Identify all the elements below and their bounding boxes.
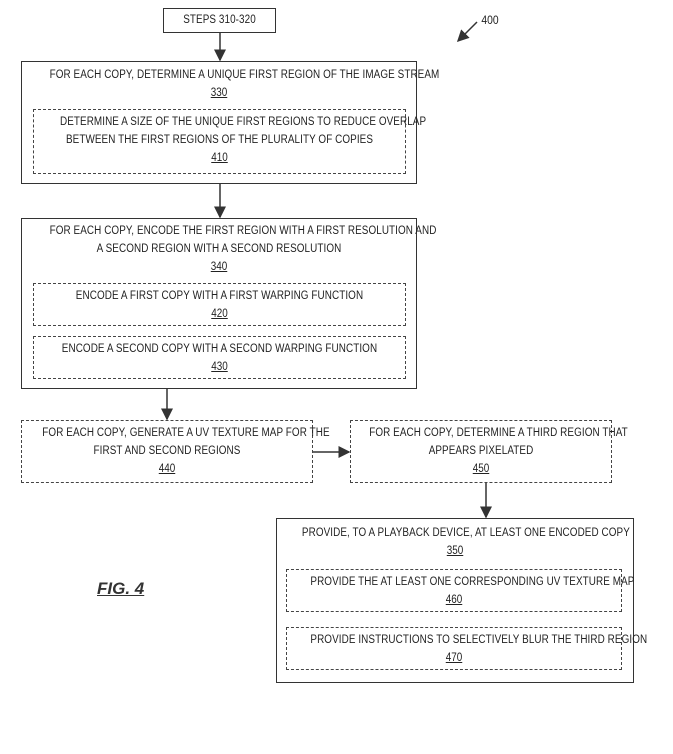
node-text: PROVIDE THE AT LEAST ONE CORRESPONDING U… (310, 576, 635, 588)
node-text: FOR EACH COPY, ENCODE THE FIRST REGION W… (49, 225, 437, 237)
node-ref: 430 (211, 361, 228, 373)
node-steps-310-320: STEPS 310-320 (163, 8, 276, 33)
node-ref: 330 (210, 87, 228, 99)
figure-title: FIG. 4 (97, 579, 145, 598)
ref-400-arrow (456, 21, 478, 43)
node-ref: 440 (158, 463, 176, 475)
node-text: FOR EACH COPY, DETERMINE A UNIQUE FIRST … (49, 69, 440, 81)
node-ref: 450 (472, 463, 490, 475)
node-text: DETERMINE A SIZE OF THE UNIQUE FIRST REG… (59, 116, 427, 128)
node-420: ENCODE A FIRST COPY WITH A FIRST WARPING… (33, 283, 406, 326)
node-text: FIRST AND SECOND REGIONS (93, 445, 241, 457)
node-ref: 470 (445, 652, 463, 664)
node-410: DETERMINE A SIZE OF THE UNIQUE FIRST REG… (33, 109, 427, 174)
node-470: PROVIDE INSTRUCTIONS TO SELECTIVELY BLUR… (286, 627, 648, 670)
node-ref: 340 (210, 261, 228, 273)
node-text: ENCODE A FIRST COPY WITH A FIRST WARPING… (75, 290, 364, 302)
node-460: PROVIDE THE AT LEAST ONE CORRESPONDING U… (286, 569, 635, 612)
node-text: PROVIDE, TO A PLAYBACK DEVICE, AT LEAST … (301, 527, 630, 539)
node-440: FOR EACH COPY, GENERATE A UV TEXTURE MAP… (21, 420, 330, 483)
node-text: BETWEEN THE FIRST REGIONS OF THE PLURALI… (65, 134, 374, 146)
node-text: ENCODE A SECOND COPY WITH A SECOND WARPI… (61, 343, 378, 355)
node-text: PROVIDE INSTRUCTIONS TO SELECTIVELY BLUR… (310, 634, 648, 646)
node-text: FOR EACH COPY, GENERATE A UV TEXTURE MAP… (42, 427, 330, 439)
node-ref: 410 (211, 152, 228, 164)
node-text: A SECOND REGION WITH A SECOND RESOLUTION (96, 243, 342, 255)
figure-ref-number: 400 (481, 13, 499, 27)
node-ref: 350 (446, 545, 464, 557)
node-ref: 460 (445, 594, 463, 606)
node-ref: 420 (211, 308, 228, 320)
node-430: ENCODE A SECOND COPY WITH A SECOND WARPI… (33, 336, 406, 379)
node-text: FOR EACH COPY, DETERMINE A THIRD REGION … (369, 427, 628, 439)
node-450: FOR EACH COPY, DETERMINE A THIRD REGION … (350, 420, 628, 483)
node-text: APPEARS PIXELATED (428, 445, 534, 457)
node-text: STEPS 310-320 (183, 14, 256, 26)
